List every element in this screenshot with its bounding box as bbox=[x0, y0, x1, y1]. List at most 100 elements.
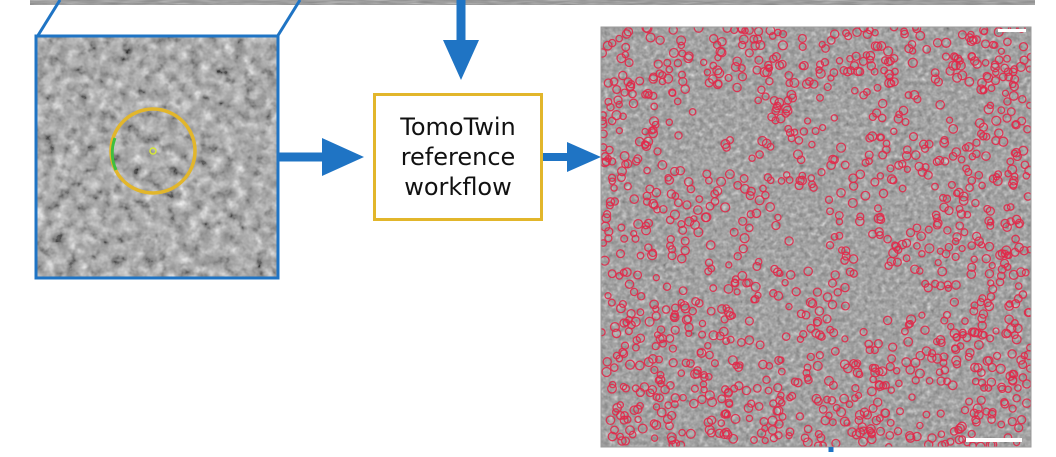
pick-circle bbox=[803, 363, 812, 372]
pick-circle bbox=[952, 72, 963, 83]
pick-circle bbox=[937, 266, 948, 277]
pick-circle bbox=[623, 415, 632, 424]
pick-circle bbox=[995, 277, 1005, 287]
pick-circle bbox=[825, 241, 835, 250]
pick-circle bbox=[720, 409, 730, 419]
pick-circle bbox=[617, 166, 627, 177]
pick-circle bbox=[607, 173, 617, 182]
pick-circle bbox=[761, 424, 769, 433]
pick-circle bbox=[734, 381, 744, 391]
pick-circle bbox=[783, 96, 793, 105]
pick-circle bbox=[796, 309, 806, 319]
pick-circle bbox=[980, 383, 989, 392]
pick-circle bbox=[604, 97, 613, 106]
pick-circle bbox=[802, 368, 811, 377]
pick-circle bbox=[754, 55, 764, 65]
workflow-box-line1: TomoTwin bbox=[400, 113, 516, 141]
pick-circle bbox=[967, 262, 977, 272]
pick-circle bbox=[952, 359, 962, 369]
pick-circle bbox=[811, 126, 820, 136]
pick-circle bbox=[692, 205, 703, 216]
pick-circle bbox=[607, 383, 617, 394]
pick-circle bbox=[656, 407, 667, 418]
pick-circle bbox=[882, 139, 891, 148]
pick-circle bbox=[678, 225, 688, 235]
pick-circle bbox=[812, 287, 823, 297]
pick-circle bbox=[842, 363, 853, 374]
pick-circle bbox=[915, 30, 926, 41]
pick-circle bbox=[955, 60, 966, 71]
pick-circle bbox=[948, 123, 959, 134]
pick-circle bbox=[764, 386, 773, 395]
pick-circle bbox=[974, 170, 984, 180]
pick-circle bbox=[936, 409, 945, 418]
pick-circle bbox=[601, 328, 606, 337]
pick-circle bbox=[1014, 423, 1024, 433]
pick-circle bbox=[977, 368, 986, 377]
pick-circle bbox=[787, 134, 796, 143]
pick-circle bbox=[870, 363, 880, 373]
arrow-right-1 bbox=[279, 138, 364, 176]
pick-circle bbox=[978, 181, 986, 190]
pick-circle bbox=[840, 301, 850, 311]
pick-circle bbox=[1006, 203, 1015, 211]
pick-circle bbox=[653, 59, 663, 69]
pick-circle bbox=[880, 66, 889, 75]
pick-circle bbox=[723, 283, 734, 294]
pick-circle bbox=[839, 393, 850, 404]
pick-circle bbox=[620, 88, 629, 97]
pick-circle bbox=[868, 403, 878, 413]
pick-circle bbox=[891, 242, 902, 252]
pick-circle bbox=[966, 269, 977, 280]
pick-circle bbox=[900, 327, 909, 336]
pick-circle bbox=[784, 70, 794, 80]
pick-circle bbox=[636, 292, 646, 301]
pick-circle bbox=[901, 238, 912, 248]
pick-circle bbox=[992, 327, 1000, 335]
pick-circle bbox=[985, 206, 995, 216]
pick-circle bbox=[746, 186, 756, 196]
pick-circle bbox=[997, 106, 1006, 115]
pick-circle bbox=[984, 241, 995, 252]
pick-circle bbox=[737, 270, 748, 281]
pick-circle bbox=[769, 95, 779, 106]
pick-circle bbox=[685, 428, 696, 439]
pick-circle bbox=[738, 244, 748, 254]
pick-circle bbox=[870, 67, 879, 76]
pick-circle bbox=[977, 320, 987, 331]
pick-circle bbox=[830, 233, 839, 241]
pick-circle bbox=[922, 410, 931, 419]
pick-circle bbox=[665, 421, 674, 431]
pick-circle bbox=[1024, 349, 1031, 361]
pick-circle bbox=[738, 34, 749, 45]
pick-circle bbox=[822, 314, 832, 324]
pick-circle bbox=[991, 115, 1002, 126]
pick-circle bbox=[602, 357, 612, 367]
pick-circle bbox=[905, 314, 917, 325]
pick-circle bbox=[720, 202, 731, 213]
pick-circle bbox=[815, 66, 823, 74]
pick-circle bbox=[823, 375, 835, 386]
pick-circle bbox=[690, 369, 700, 379]
pick-circle bbox=[920, 325, 930, 335]
pick-circle bbox=[887, 386, 896, 394]
pick-circle bbox=[973, 339, 984, 350]
pick-circle bbox=[812, 360, 823, 371]
pick-circle bbox=[886, 164, 895, 173]
pick-circle bbox=[632, 336, 641, 345]
pick-circle bbox=[817, 168, 826, 177]
pick-circle bbox=[827, 278, 838, 288]
pick-circle bbox=[725, 310, 735, 321]
pick-circle bbox=[754, 291, 762, 299]
pick-circle bbox=[628, 98, 639, 109]
pick-circle bbox=[700, 385, 708, 394]
pick-circles bbox=[601, 27, 1031, 447]
pick-circle bbox=[945, 66, 955, 76]
pick-circle bbox=[902, 145, 912, 155]
pick-circle bbox=[773, 383, 783, 393]
pick-circle bbox=[722, 429, 733, 440]
pick-circle bbox=[754, 401, 764, 411]
pick-circle bbox=[616, 401, 625, 409]
pick-circle bbox=[1005, 251, 1013, 260]
